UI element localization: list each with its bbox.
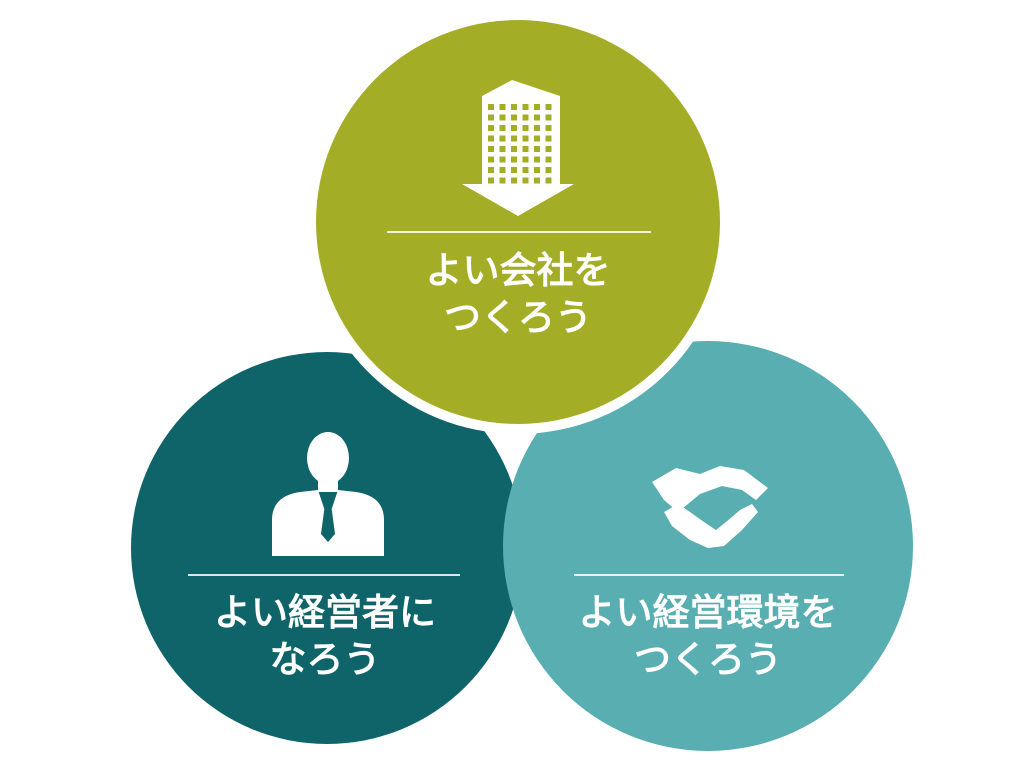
company-label-line2: つくろう bbox=[444, 296, 592, 339]
building-window bbox=[545, 156, 552, 163]
environment-circle-group: よい経営環境を つくろう bbox=[503, 341, 913, 751]
building-window bbox=[534, 104, 540, 110]
building-window bbox=[522, 104, 529, 110]
building-window bbox=[499, 135, 506, 142]
building-window bbox=[545, 125, 552, 131]
environment-label-line1: よい経営環境を bbox=[579, 591, 838, 634]
building-window bbox=[534, 135, 540, 142]
building-window bbox=[534, 156, 540, 163]
environment-label-line2: つくろう bbox=[634, 638, 782, 681]
building-window bbox=[545, 104, 552, 110]
handshake-icon bbox=[652, 466, 768, 548]
building-window bbox=[534, 114, 540, 121]
building-window bbox=[499, 167, 506, 173]
building-window bbox=[522, 114, 529, 121]
company-circle-group: よい会社を つくろう bbox=[306, 10, 730, 434]
manager-label-line1: よい経営者に bbox=[214, 591, 436, 634]
building-window bbox=[522, 177, 529, 184]
building-window bbox=[499, 125, 506, 131]
building-window bbox=[499, 146, 506, 152]
company-circle bbox=[316, 20, 720, 424]
building-window bbox=[522, 125, 529, 131]
building-window bbox=[511, 156, 517, 163]
businessman-icon bbox=[272, 432, 384, 556]
building-window bbox=[534, 146, 540, 152]
building-window bbox=[488, 135, 494, 142]
building-window bbox=[499, 177, 506, 184]
office-building-icon bbox=[462, 80, 574, 216]
building-window bbox=[511, 104, 517, 110]
building-window bbox=[499, 156, 506, 163]
building-window bbox=[522, 156, 529, 163]
building-window bbox=[488, 125, 494, 131]
building-window bbox=[488, 167, 494, 173]
building-window bbox=[511, 167, 517, 173]
building-window bbox=[488, 177, 494, 184]
building-window bbox=[488, 114, 494, 121]
building-window bbox=[511, 146, 517, 152]
company-label-line1: よい会社を bbox=[426, 249, 611, 292]
building-window bbox=[522, 146, 529, 152]
building-window bbox=[545, 167, 552, 173]
building-window bbox=[488, 146, 494, 152]
manager-circle-group: よい経営者に なろう bbox=[131, 352, 523, 744]
building-window bbox=[511, 125, 517, 131]
building-window bbox=[511, 135, 517, 142]
building-window bbox=[488, 156, 494, 163]
building-window bbox=[534, 167, 540, 173]
building-window bbox=[534, 177, 540, 184]
building-window bbox=[511, 177, 517, 184]
building-window bbox=[545, 146, 552, 152]
manager-label-line2: なろう bbox=[270, 638, 381, 681]
building-window bbox=[522, 167, 529, 173]
building-window bbox=[499, 104, 506, 110]
building-window bbox=[511, 114, 517, 121]
building-window bbox=[522, 135, 529, 142]
building-window bbox=[545, 135, 552, 142]
building-window bbox=[545, 177, 552, 184]
building-window bbox=[499, 114, 506, 121]
building-window bbox=[545, 114, 552, 121]
building-window bbox=[534, 125, 540, 131]
building-window bbox=[488, 104, 494, 110]
